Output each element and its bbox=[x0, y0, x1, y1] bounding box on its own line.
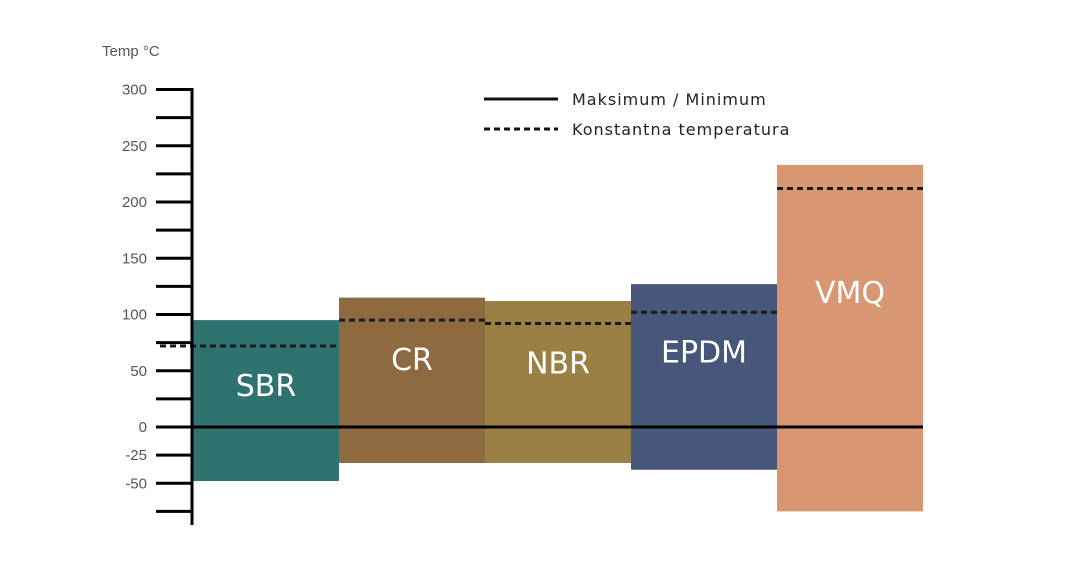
legend-label: Konstantna temperatura bbox=[572, 120, 790, 139]
y-tick-label: 150 bbox=[122, 250, 147, 267]
y-tick-label: -50 bbox=[125, 475, 147, 492]
bar-epdm bbox=[631, 284, 777, 470]
bar-cr bbox=[339, 297, 485, 463]
bar-label-cr: CR bbox=[391, 343, 433, 378]
y-tick-label: -25 bbox=[125, 447, 147, 464]
y-tick-label: 100 bbox=[122, 307, 147, 324]
y-tick-label: 200 bbox=[122, 194, 147, 211]
bar-label-nbr: NBR bbox=[526, 347, 590, 382]
y-tick-label: 0 bbox=[139, 419, 147, 436]
legend-label: Maksimum / Minimum bbox=[572, 90, 767, 109]
y-tick-label: 300 bbox=[122, 82, 147, 99]
bar-vmq bbox=[777, 164, 923, 512]
y-tick-label: 250 bbox=[122, 138, 147, 155]
bar-nbr bbox=[485, 301, 631, 463]
y-tick-label: 50 bbox=[130, 363, 147, 380]
bar-label-epdm: EPDM bbox=[661, 335, 747, 370]
y-axis-title: Temp °C bbox=[102, 43, 160, 60]
bar-label-sbr: SBR bbox=[236, 369, 296, 404]
bar-label-vmq: VMQ bbox=[815, 276, 885, 311]
